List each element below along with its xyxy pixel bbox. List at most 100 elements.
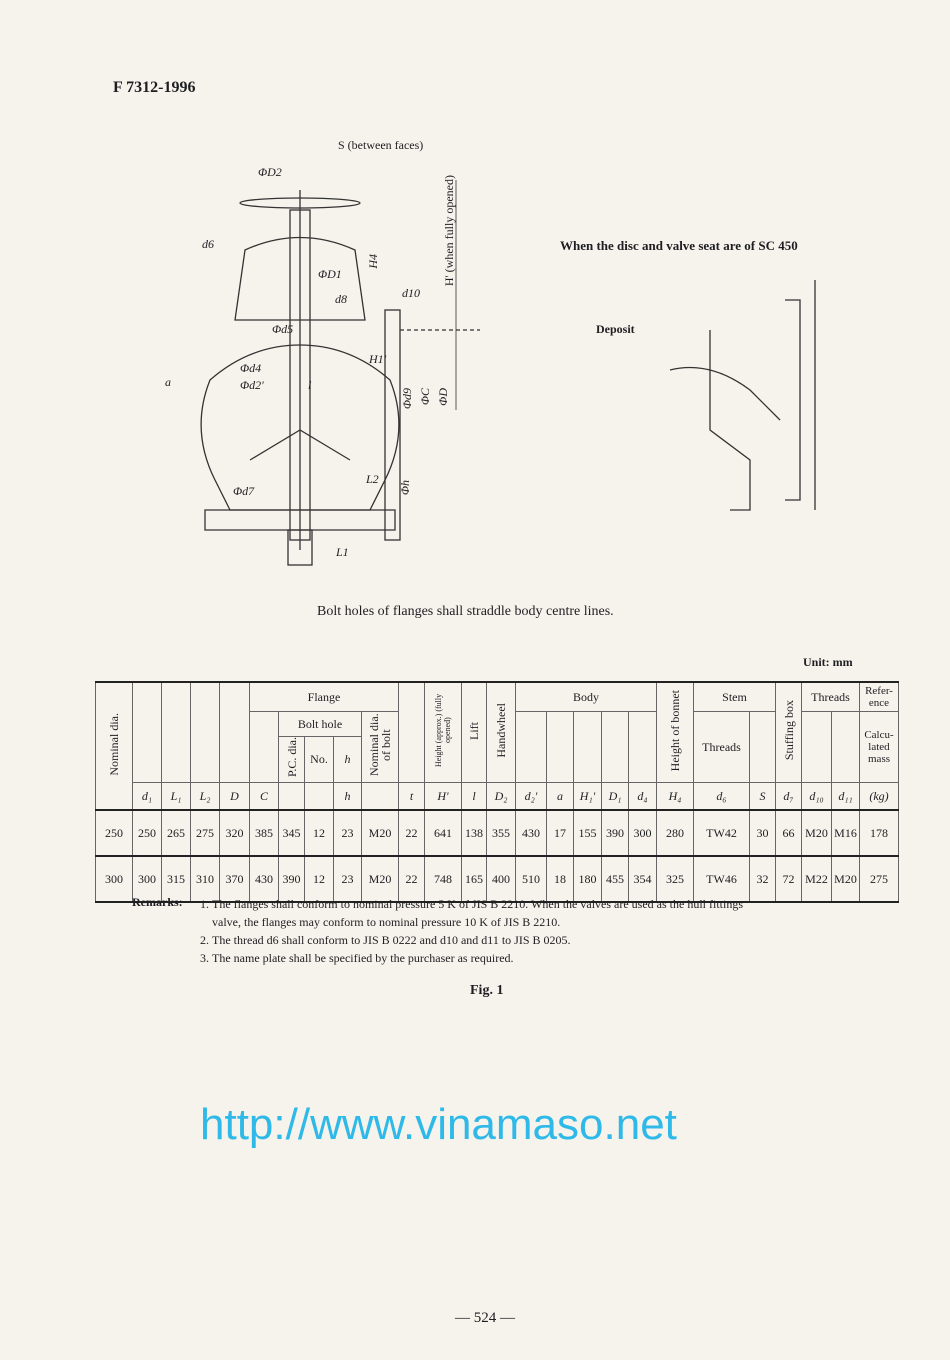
label-d9: Φd9: [400, 388, 414, 410]
table-cell: 280: [656, 809, 694, 857]
label-d4: Φd4: [240, 361, 262, 375]
label-d6: d6: [202, 237, 214, 251]
remark-item: The thread d6 shall conform to JIS B 022…: [212, 931, 772, 949]
table-cell: 430: [249, 855, 279, 903]
table-cell: TW42: [693, 809, 750, 857]
header-reference: Refer-ence: [859, 681, 899, 712]
symbol-cell: h: [333, 782, 362, 811]
table-cell: 385: [249, 809, 279, 857]
page-number: — 524 —: [455, 1310, 515, 1326]
symbol-cell: (kg): [859, 782, 899, 811]
table-cell: 138: [461, 809, 487, 857]
header-lift: Lift: [461, 681, 487, 783]
remark-item: The flanges shall conform to nominal pre…: [212, 895, 772, 931]
table-cell: 250: [95, 809, 133, 857]
header-body: Body: [515, 681, 657, 712]
header-bolt-dia: Nominal dia. of bolt: [361, 711, 399, 783]
label-Hp: H' (when fully opened): [442, 175, 456, 287]
symbol-cell: H₁': [573, 782, 602, 811]
table-cell: 300: [628, 809, 657, 857]
label-s: S (between faces): [338, 138, 424, 152]
symbol-cell: d₁₀: [801, 782, 832, 811]
table-cell: M20: [361, 855, 399, 903]
label-D2: ΦD2: [258, 165, 282, 179]
table-cell: 275: [859, 855, 899, 903]
label-h: Φh: [398, 480, 412, 496]
table-cell: 22: [398, 809, 425, 857]
symbol-cell: H₄: [656, 782, 694, 811]
table-cell: 18: [546, 855, 574, 903]
table-cell: 355: [486, 809, 516, 857]
symbol-cell: d₄: [628, 782, 657, 811]
header-h: h: [333, 736, 362, 783]
table-cell: 165: [461, 855, 487, 903]
table-cell: 390: [601, 809, 629, 857]
label-D: ΦD: [436, 388, 450, 406]
table-cell: 641: [424, 809, 462, 857]
table-cell: 23: [333, 809, 362, 857]
header-threads: Threads: [801, 681, 860, 712]
label-d8: d8: [335, 292, 347, 306]
header-bonnet: Height of bonnet: [656, 681, 694, 783]
symbol-cell: d₁: [132, 782, 162, 811]
symbol-cell: D₁: [601, 782, 629, 811]
table-cell: M16: [831, 809, 860, 857]
table-cell: M20: [801, 809, 832, 857]
table-cell: 354: [628, 855, 657, 903]
table-cell: 178: [859, 809, 899, 857]
table-cell: 300: [95, 855, 133, 903]
symbol-cell: [361, 782, 399, 811]
table-cell: 370: [219, 855, 250, 903]
table-cell: 12: [304, 809, 334, 857]
header-nominal-dia: Nominal dia.: [95, 681, 133, 811]
symbol-cell: l: [461, 782, 487, 811]
table-cell: 17: [546, 809, 574, 857]
table-cell: M22: [801, 855, 832, 903]
figure-caption: Bolt holes of flanges shall straddle bod…: [317, 604, 614, 619]
symbol-cell: d₁₁: [831, 782, 860, 811]
symbol-cell: L₂: [190, 782, 220, 811]
header-pc-dia: P.C. dia.: [278, 736, 305, 783]
table-cell: 320: [219, 809, 250, 857]
table-cell: 12: [304, 855, 334, 903]
valve-drawing: [200, 180, 816, 566]
header-stem: Stem: [693, 681, 776, 712]
table-cell: 275: [190, 809, 220, 857]
table-cell: 430: [515, 809, 547, 857]
dimension-table: Nominal dia. Flange Height (approx.) (fu…: [95, 681, 899, 903]
symbol-cell: C: [249, 782, 279, 811]
table-cell: 310: [190, 855, 220, 903]
table-cell: 22: [398, 855, 425, 903]
symbol-cell: [278, 782, 305, 811]
label-a: a: [165, 375, 171, 389]
watermark: http://www.vinamaso.net: [200, 1100, 677, 1149]
table-cell: 250: [132, 809, 162, 857]
detail-note: When the disc and valve seat are of SC 4…: [560, 238, 798, 253]
symbol-cell: [304, 782, 334, 811]
label-d2p: Φd2': [240, 378, 264, 392]
table-cell: M20: [831, 855, 860, 903]
symbol-cell: d₂': [515, 782, 547, 811]
label-d7: Φd7: [233, 484, 255, 498]
table-cell: M20: [361, 809, 399, 857]
table-cell: 345: [278, 809, 305, 857]
table-cell: 400: [486, 855, 516, 903]
header-no: No.: [304, 736, 334, 783]
unit-label: Unit: mm: [803, 655, 853, 669]
figure-label: Fig. 1: [470, 983, 504, 998]
symbol-cell: D: [219, 782, 250, 811]
deposit-label: Deposit: [596, 322, 635, 336]
label-d5: Φd5: [272, 322, 294, 336]
symbol-cell: d₇: [775, 782, 802, 811]
header-flange: Flange: [249, 681, 399, 712]
remarks: Remarks: The flanges shall conform to no…: [132, 895, 772, 967]
label-l: l: [308, 378, 312, 392]
label-L2: L2: [366, 472, 379, 486]
remarks-label: Remarks:: [132, 895, 183, 909]
table-cell: 265: [161, 809, 191, 857]
deposit-detail: [669, 280, 816, 511]
symbol-cell: D₂: [486, 782, 516, 811]
remark-item: The name plate shall be specified by the…: [212, 949, 772, 967]
table-cell: TW46: [693, 855, 750, 903]
